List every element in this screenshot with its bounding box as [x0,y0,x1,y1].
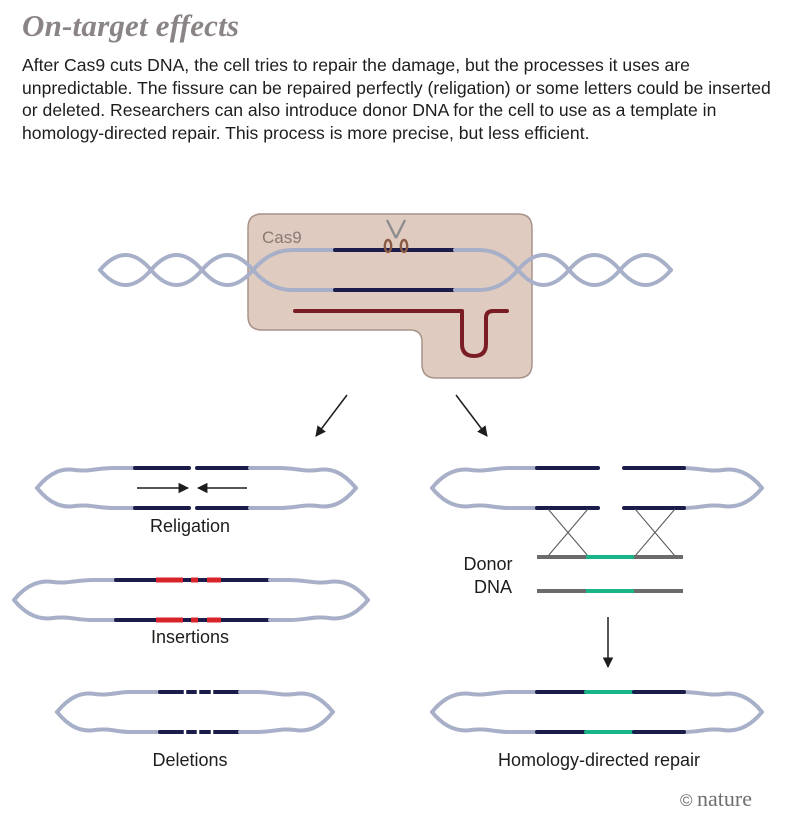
credit-name: nature [697,786,752,811]
deleted-gaps [183,688,214,736]
arrow-icon [315,394,348,437]
hdr-label: Homology-directed repair [498,750,700,770]
insertions-panel: Insertions [12,577,370,647]
deletions-label: Deletions [152,750,227,770]
donor-panel: Donor DNA [430,466,764,669]
donor-label-line2: DNA [474,577,512,597]
dna-right-helix [478,248,673,292]
donor-dna-strands [537,555,683,593]
crossover-lines [547,508,676,557]
donor-label-line1: Donor [463,554,512,574]
dna-opened-strands [290,248,482,292]
nature-credit: © nature [680,786,752,811]
cas9-label: Cas9 [262,228,302,247]
religation-label: Religation [150,516,230,536]
insertions-label: Insertions [151,627,229,647]
deletions-panel: Deletions [55,688,335,770]
religation-panel: Religation [35,466,358,536]
copyright-symbol: © [680,791,693,810]
arrow-icon [455,394,488,437]
inserted-letters [156,577,221,623]
scissors-icon [383,219,409,254]
guide-rna [293,309,509,358]
dna-left-helix [98,248,294,292]
intro-paragraph: After Cas9 cuts DNA, the cell tries to r… [22,55,771,143]
cas9-complex: Cas9 [98,213,673,379]
figure-title: On-target effects [22,8,240,43]
hdr-panel: Homology-directed repair [430,690,764,770]
